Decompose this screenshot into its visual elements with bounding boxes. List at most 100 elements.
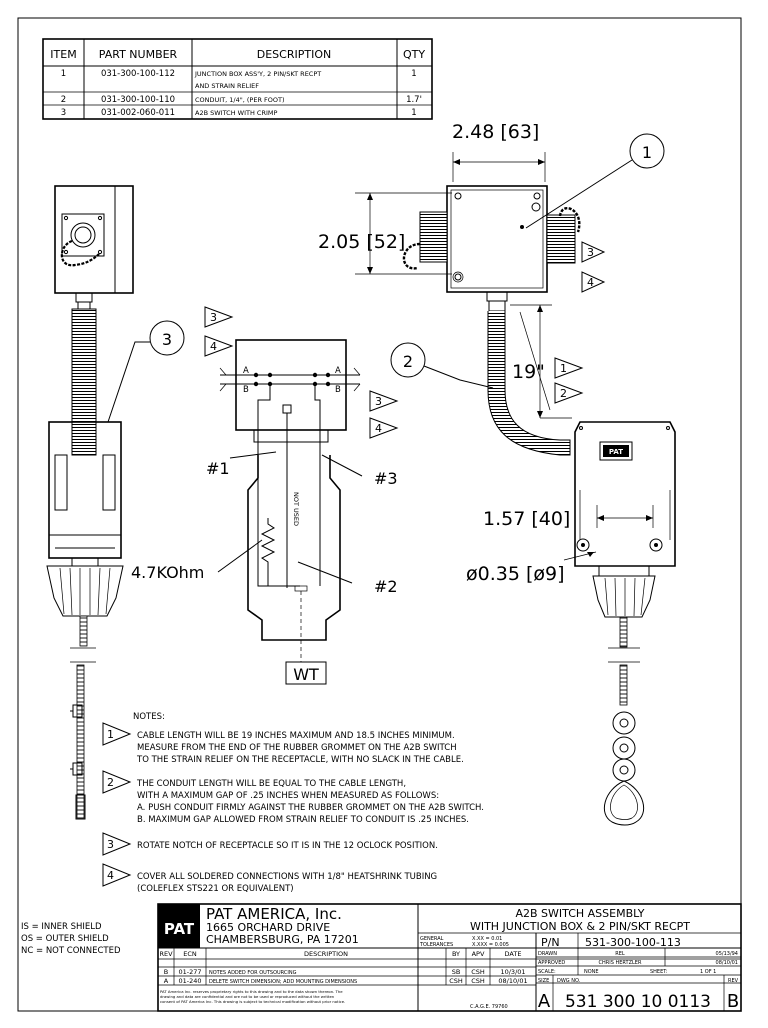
svg-text:1: 1: [107, 728, 114, 741]
svg-text:3: 3: [375, 395, 382, 408]
bom-row-desc: CONDUIT, 1/4", (PER FOOT): [195, 96, 285, 104]
note-2-line: B. MAXIMUM GAP ALLOWED FROM STRAIN RELIE…: [137, 815, 469, 825]
switch-logo: PAT: [609, 448, 623, 456]
disclaimer-line: PAT America Inc. reserves proprietary ri…: [160, 989, 343, 994]
rev-row-desc: NOTES ADDED FOR OUTSOURCING: [209, 970, 297, 976]
size-label: SIZE: [538, 978, 549, 984]
rev-header-ecn: ECN: [183, 950, 197, 958]
wt-label: WT: [293, 665, 319, 684]
dimension-switch-width: 1.57 [40]: [483, 508, 570, 530]
bom-row-part: 031-300-100-112: [101, 69, 175, 79]
part-number: 531-300-100-113: [585, 936, 681, 949]
approved-label: APPROVED: [538, 960, 565, 966]
bom-row-qty: 1: [411, 108, 416, 118]
wire-3-label: #3: [374, 469, 398, 488]
bom-header-part: PART NUMBER: [99, 48, 178, 61]
bom-header-item: ITEM: [50, 48, 76, 61]
svg-text:2: 2: [107, 776, 114, 789]
rev-row-by: CSH: [449, 977, 463, 985]
bom-row-item: 3: [61, 108, 66, 118]
note-2-line: A. PUSH CONDUIT FIRMLY AGAINST THE RUBBE…: [137, 803, 484, 813]
wire-3-leader: [321, 454, 363, 477]
wire-2-leader: [297, 561, 353, 584]
svg-text:2: 2: [560, 387, 567, 400]
svg-text:4: 4: [375, 422, 382, 435]
company-logo: PAT: [164, 920, 195, 938]
bom-row-desc-cont: AND STRAIN RELIEF: [195, 82, 259, 90]
scale-value: NONE: [584, 969, 599, 975]
drawn-by: REL: [615, 951, 625, 957]
rev-header-by: BY: [452, 950, 460, 958]
pin-label-a: A: [243, 366, 249, 376]
resistor-leader: [217, 539, 263, 573]
svg-text:OS = OUTER SHIELD: OS = OUTER SHIELD: [21, 934, 109, 944]
resistor-label: 4.7KOhm: [131, 563, 204, 582]
sheet-label: SHEET:: [650, 969, 668, 975]
svg-text:1: 1: [642, 143, 652, 162]
wiring-schematic: A B A B NOT USED WT #1 #3 #2 4.7KOhm: [131, 339, 398, 685]
rev-row-rev: A: [164, 977, 169, 985]
sheet-border: [17, 17, 742, 1012]
rev-row-desc: DELETE SWITCH DIMENSION; ADD MOUNTING DI…: [209, 979, 357, 985]
notes-section: NOTES: 1 CABLE LENGTH WILL BE 19 INCHES …: [102, 712, 484, 894]
rev-row-date: 10/3/01: [500, 968, 525, 976]
item-balloon-1: 1: [525, 133, 665, 229]
bom-row-item: 2: [61, 95, 66, 105]
svg-text:4: 4: [587, 276, 594, 289]
pin-label-b: B: [335, 385, 341, 395]
rev-row-apv: CSH: [471, 977, 485, 985]
svg-text:4: 4: [210, 340, 217, 353]
svg-text:1: 1: [560, 362, 567, 375]
note-flag-3: 3: [581, 241, 606, 263]
rev-row-ecn: 01-240: [178, 977, 201, 985]
note-1-line: MEASURE FROM THE END OF THE RUBBER GROMM…: [137, 743, 457, 753]
note-1-line: CABLE LENGTH WILL BE 19 INCHES MAXIMUM A…: [137, 731, 455, 741]
note-flag-3: 3: [204, 306, 234, 328]
tolerance-value: X.XX = 0.01: [472, 936, 502, 942]
note-flag-4: 4: [369, 417, 399, 439]
svg-text:IS = INNER SHIELD: IS = INNER SHIELD: [21, 922, 102, 932]
dimension-cable-length: 19": [512, 361, 545, 383]
svg-text:3: 3: [162, 330, 172, 349]
note-4-line: COVER ALL SOLDERED CONNECTIONS WITH 1/8"…: [137, 872, 437, 882]
bom-row-desc: A2B SWITCH WITH CRIMP: [195, 109, 278, 117]
drawing-number: 531 300 10 0113: [565, 992, 711, 1012]
wire-1-leader: [229, 451, 277, 459]
note-flag-2: 2: [554, 382, 584, 404]
bom-row-qty: 1.7': [406, 95, 422, 105]
approved-date: 08/10/01: [716, 960, 738, 966]
revision-letter: B: [727, 991, 739, 1012]
svg-text:3: 3: [107, 838, 114, 851]
rev-header-apv: APV: [472, 950, 485, 958]
sheet-value: 1 OF 1: [700, 969, 716, 975]
bom-header-qty: QTY: [403, 48, 425, 61]
svg-text:NC = NOT CONNECTED: NC = NOT CONNECTED: [21, 946, 121, 956]
note-flag-4: 4: [204, 335, 234, 357]
dwg-no-label: DWG NO.: [557, 978, 581, 984]
note-3-line: ROTATE NOTCH OF RECEPTACLE SO IT IS IN T…: [137, 841, 438, 851]
approved-by: CHRIS HERTZLER: [599, 960, 642, 966]
sheet-size: A: [538, 991, 551, 1012]
company-address-line: 1665 ORCHARD DRIVE: [206, 921, 330, 934]
bom-row-item: 1: [61, 69, 66, 79]
dimension-width: 2.48 [63]: [452, 121, 539, 143]
drawing-subtitle: WITH JUNCTION BOX & 2 PIN/SKT RECPT: [470, 920, 690, 933]
item-balloon-2: 2: [390, 342, 494, 389]
scale-label: SCALE:: [538, 969, 556, 975]
tolerance-value: X.XXX = 0.005: [472, 942, 509, 948]
left-side-view: [46, 185, 134, 820]
title-block: PAT PAT AMERICA, Inc. 1665 ORCHARD DRIVE…: [157, 903, 742, 1012]
right-top-view: 2.48 [63] 2.05 [52] 19": [318, 121, 676, 826]
dimension-height: 2.05 [52]: [318, 231, 405, 253]
rev-row-date: 08/10/01: [498, 977, 527, 985]
pin-label-b: B: [243, 385, 249, 395]
bom-table: ITEM PART NUMBER DESCRIPTION QTY 1 031-3…: [42, 38, 433, 120]
rev-label: REV: [728, 978, 739, 984]
drawn-label: DRAWN: [538, 951, 557, 957]
rev-header-rev: REV: [159, 950, 173, 958]
notes-title: NOTES:: [133, 712, 165, 722]
note-flag-3: 3: [369, 390, 399, 412]
company-address-line: CHAMBERSBURG, PA 17201: [206, 933, 359, 946]
rev-header-description: DESCRIPTION: [304, 950, 348, 958]
